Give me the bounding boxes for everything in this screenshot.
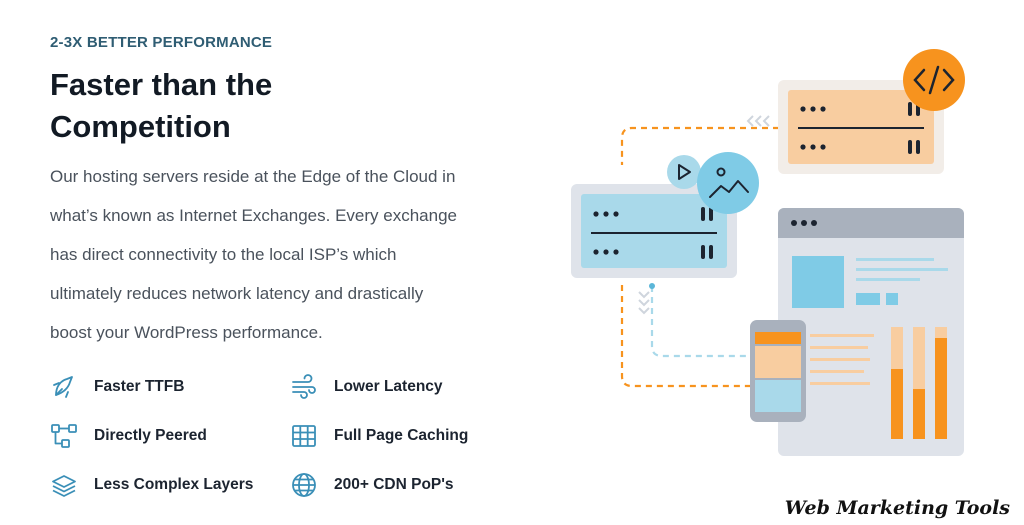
- description-line: boost your WordPress performance.: [50, 323, 323, 342]
- speed-icon: [53, 376, 73, 398]
- feature-less-complex-layers: Less Complex Layers: [50, 470, 253, 500]
- feature-directly-peered: Directly Peered: [50, 421, 207, 451]
- headline-line-1: Faster than the: [50, 67, 273, 102]
- feature-label: 200+ CDN PoP's: [334, 476, 454, 493]
- layers-icon: [52, 475, 76, 497]
- browser-window: [778, 208, 964, 456]
- code-icon: [903, 49, 965, 111]
- network-icon: [51, 424, 77, 448]
- server-orange: [778, 80, 944, 174]
- eyebrow-label: 2-3X BETTER PERFORMANCE: [50, 34, 273, 51]
- connector-lines: [620, 126, 779, 388]
- grid-icon: [292, 425, 316, 447]
- feature-label: Lower Latency: [334, 378, 443, 395]
- globe-icon: [292, 473, 316, 497]
- image-icon: [697, 152, 759, 214]
- play-icon: [667, 155, 701, 189]
- chevron-arrows-left: [746, 115, 770, 127]
- server-blue: [571, 184, 737, 278]
- phone-device: [750, 320, 806, 422]
- description: Our hosting servers reside at the Edge o…: [50, 157, 520, 352]
- headline-line-2: Competition: [50, 109, 231, 144]
- feature-label: Full Page Caching: [334, 427, 469, 444]
- feature-full-page-caching: Full Page Caching: [290, 421, 468, 451]
- feature-cdn-pops: 200+ CDN PoP's: [290, 470, 454, 500]
- headline: Faster than the Competition: [50, 64, 470, 148]
- feature-faster-ttfb: Faster TTFB: [50, 372, 184, 402]
- watermark: Web Marketing Tools: [784, 497, 1010, 519]
- description-line: has direct connectivity to the local ISP…: [50, 245, 397, 264]
- description-line: what’s known as Internet Exchanges. Ever…: [50, 206, 457, 225]
- wind-icon: [292, 374, 316, 399]
- description-line: Our hosting servers reside at the Edge o…: [50, 167, 456, 186]
- hosting-illustration: [571, 49, 965, 456]
- feature-label: Less Complex Layers: [94, 476, 254, 493]
- feature-label: Directly Peered: [94, 427, 207, 444]
- description-line: ultimately reduces network latency and d…: [50, 284, 424, 303]
- feature-label: Faster TTFB: [94, 378, 185, 395]
- feature-lower-latency: Lower Latency: [290, 372, 443, 402]
- chevron-arrows-down: [638, 291, 650, 315]
